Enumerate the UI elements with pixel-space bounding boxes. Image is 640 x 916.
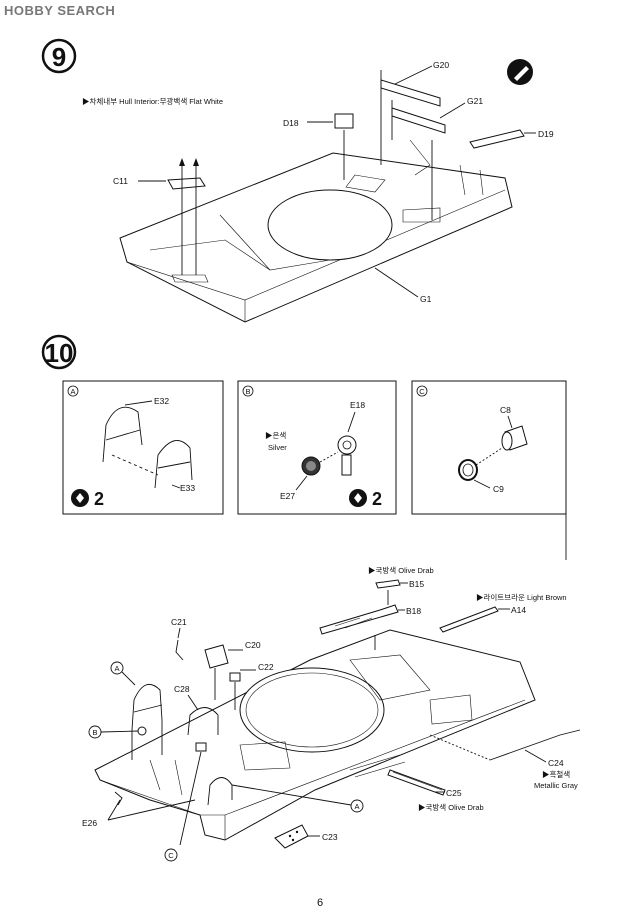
label-c25-paint: ▶국방색 Olive Drab bbox=[418, 802, 484, 812]
step9-number: 9 bbox=[52, 42, 66, 72]
step9-section: 9 ▶차체내부 Hull Interior:무광백색 Flat White bbox=[41, 38, 554, 323]
panel-c-marker: C bbox=[419, 387, 425, 396]
label-c21: C21 bbox=[171, 617, 187, 627]
cement-icon bbox=[507, 59, 533, 85]
label-g1: G1 bbox=[420, 294, 432, 304]
panel-b-paint-kr: ▶은색 bbox=[265, 430, 286, 440]
label-c24: C24 bbox=[548, 758, 564, 768]
label-b15-paint: ▶국방색 Olive Drab bbox=[368, 565, 434, 575]
label-e27: E27 bbox=[280, 491, 295, 501]
label-g21: G21 bbox=[467, 96, 483, 106]
label-c9: C9 bbox=[493, 484, 504, 494]
label-c25: C25 bbox=[446, 788, 462, 798]
label-e32: E32 bbox=[154, 396, 169, 406]
panel-a-marker: A bbox=[70, 387, 75, 396]
step9-paint-note: ▶차체내부 Hull Interior:무광백색 Flat White bbox=[82, 96, 223, 106]
marker-a-bottom: A bbox=[354, 802, 359, 811]
panel-b-qty: 2 bbox=[372, 489, 382, 509]
marker-b-left: B bbox=[92, 728, 97, 737]
panel-a-qty: 2 bbox=[94, 489, 104, 509]
label-b18: B18 bbox=[406, 606, 421, 616]
label-c8: C8 bbox=[500, 405, 511, 415]
label-a14: A14 bbox=[511, 605, 526, 615]
step10-number: 10 bbox=[45, 338, 74, 368]
part-g21: G21 bbox=[391, 96, 483, 140]
step10-section: 10 A E32 E33 2 bbox=[41, 334, 581, 862]
step10-badge bbox=[41, 334, 77, 370]
panel-b-paint-en: Silver bbox=[268, 443, 287, 452]
part-c11: C11 bbox=[113, 158, 209, 283]
step10-main-assembly: B15 ▶국방색 Olive Drab B18 A14 ▶라이트브라운 Ligh… bbox=[82, 565, 581, 862]
panel-b: B ▶은색 Silver E18 E27 2 bbox=[237, 380, 397, 515]
label-c20: C20 bbox=[245, 640, 261, 650]
step9-badge bbox=[41, 38, 77, 74]
label-c23: C23 bbox=[322, 832, 338, 842]
marker-c-bottom: C bbox=[168, 851, 174, 860]
panel-c: C C8 C9 bbox=[411, 380, 567, 515]
watermark: HOBBY SEARCH bbox=[4, 3, 116, 18]
panel-b-marker: B bbox=[245, 387, 250, 396]
label-b15: B15 bbox=[409, 579, 424, 589]
label-g20: G20 bbox=[433, 60, 449, 70]
hull-floor-g1 bbox=[119, 139, 513, 323]
label-c24-paint-en: Metallic Gray bbox=[534, 781, 578, 790]
part-d19: D19 bbox=[469, 129, 554, 149]
part-d18: D18 bbox=[283, 113, 354, 180]
label-d18: D18 bbox=[283, 118, 299, 128]
label-c22: C22 bbox=[258, 662, 274, 672]
label-d19: D19 bbox=[538, 129, 554, 139]
label-e26: E26 bbox=[82, 818, 97, 828]
part-g20: G20 bbox=[380, 60, 449, 165]
label-c11: C11 bbox=[113, 176, 128, 186]
label-e33: E33 bbox=[180, 483, 195, 493]
label-e18: E18 bbox=[350, 400, 365, 410]
panel-a: A E32 E33 2 bbox=[62, 380, 224, 515]
label-c24-paint-kr: ▶흑철색 bbox=[542, 769, 570, 779]
label-a14-paint: ▶라이트브라운 Light Brown bbox=[476, 592, 567, 602]
marker-a-top: A bbox=[114, 664, 119, 673]
label-c28: C28 bbox=[174, 684, 190, 694]
page-number: 6 bbox=[317, 897, 323, 909]
